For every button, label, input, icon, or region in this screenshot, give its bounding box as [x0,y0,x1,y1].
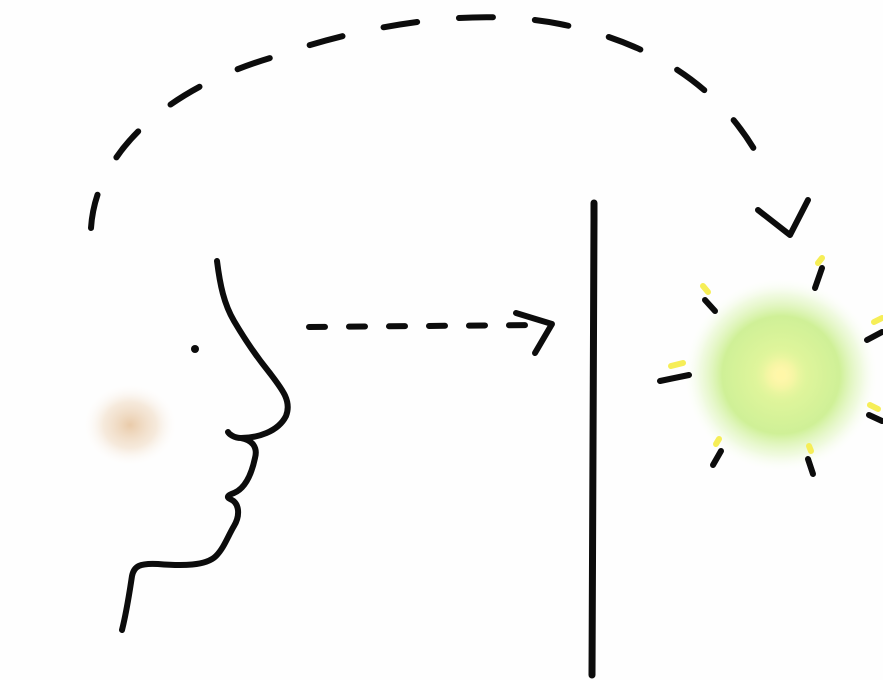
light-ray-tip [809,446,811,451]
curved-dashed-arrow [91,17,770,228]
straight-arrow-head [516,313,552,353]
light-ray [705,300,715,311]
light-ray-tip [874,318,882,322]
light-center [776,370,786,380]
curved-arrow-head [758,200,808,235]
wall-line-icon [592,203,594,675]
blurred-spot-icon [82,383,178,467]
light-ray [815,268,822,288]
light-ray-tip [671,363,683,366]
light-ray-tip [716,439,719,444]
eye-dot [191,345,199,353]
light-ray [713,451,721,465]
light-ray-tip [818,258,822,263]
light-ray [869,415,882,421]
straight-dashed-arrow [309,325,536,327]
light-ray-tip [870,405,878,409]
light-ray-tip [703,286,708,292]
